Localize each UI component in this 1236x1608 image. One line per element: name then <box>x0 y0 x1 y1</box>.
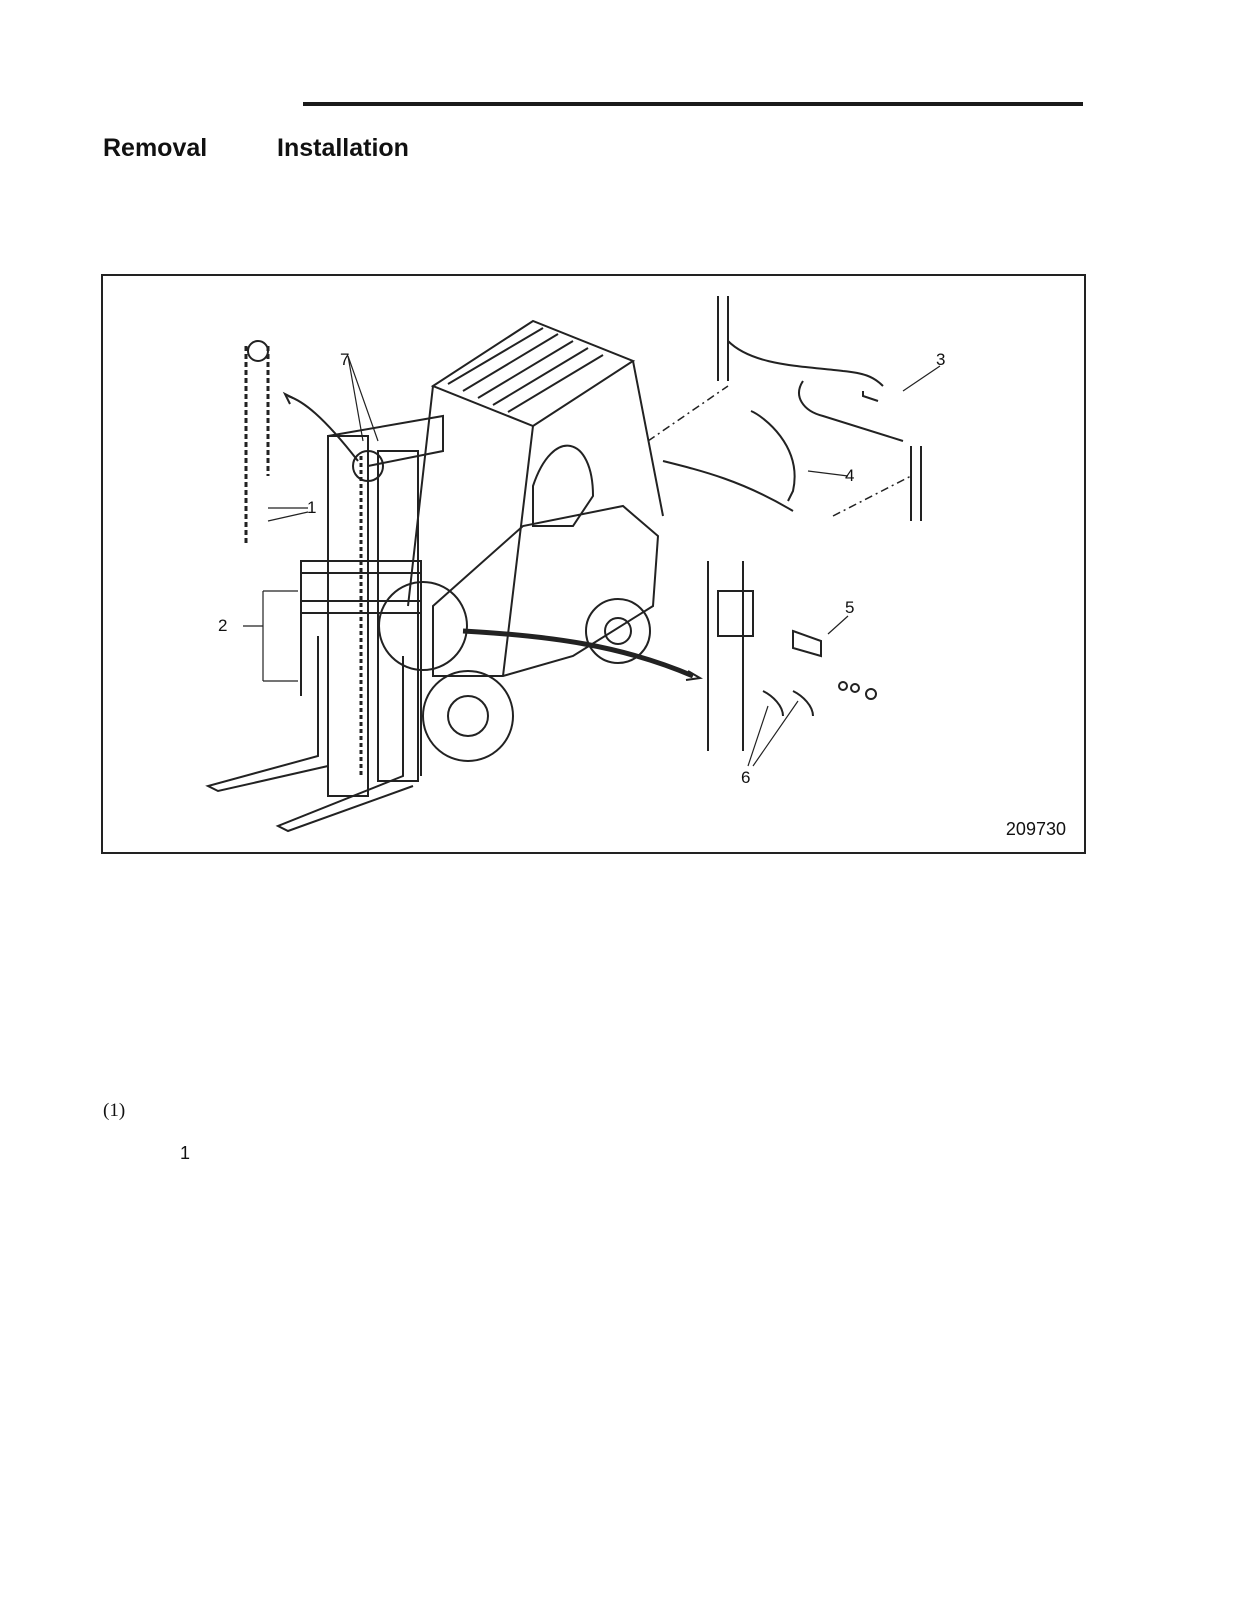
header-rule <box>303 102 1083 106</box>
callout-7: 7 <box>340 350 350 369</box>
callout-6: 6 <box>741 768 751 787</box>
heading-removal: Removal <box>103 134 208 162</box>
step-number: (1) <box>103 1100 126 1121</box>
forklift-figure: 1 2 3 4 5 6 7 209730 <box>101 274 1086 854</box>
figure-number: 209730 <box>1005 819 1066 839</box>
callout-1: 1 <box>307 498 317 517</box>
forklift-illustration <box>205 296 941 833</box>
callout-3: 3 <box>936 350 946 369</box>
sub-item-number: 1 <box>180 1143 191 1163</box>
heading-installation: Installation <box>277 134 409 162</box>
callout-4: 4 <box>845 466 855 485</box>
callout-5: 5 <box>845 598 855 617</box>
callout-2: 2 <box>218 616 228 635</box>
